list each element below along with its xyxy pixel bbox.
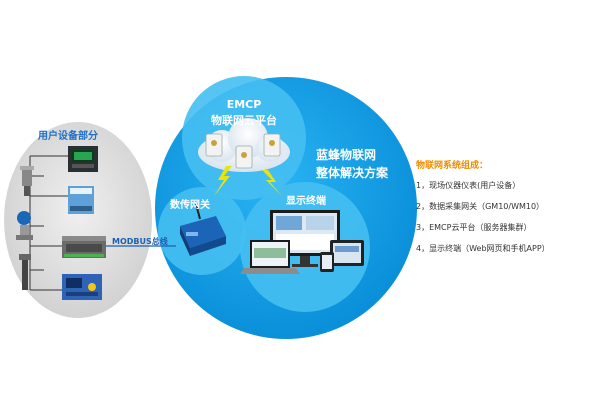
composition-item-2: 2，数据采集网关（GM10/WM10） xyxy=(416,202,545,211)
solution-title-line2: 整体解决方案 xyxy=(316,166,389,180)
modbus-bus-label: MODBUS总线 xyxy=(112,237,168,246)
laptop-icon xyxy=(240,240,300,274)
tablet-icon xyxy=(330,240,364,266)
phone-icon xyxy=(320,252,334,272)
transmitter-icon xyxy=(16,211,33,240)
io-module-icon xyxy=(68,186,94,214)
user-devices-title: 用户设备部分 xyxy=(38,131,98,142)
terminal-label: 显示终端 xyxy=(286,196,326,207)
composition-item-4: 4，显示终端（Web网页和手机APP） xyxy=(416,244,550,253)
cloud-platform-title-line2: 物联网云平台 xyxy=(211,114,277,127)
user-device-ellipse xyxy=(4,122,152,318)
flowmeter-icon xyxy=(19,254,31,290)
gateway-label: 数传网关 xyxy=(170,200,210,211)
panel-meter-icon xyxy=(68,146,98,172)
composition-title: 物联网系统组成： xyxy=(416,161,489,171)
plc-icon xyxy=(62,236,106,258)
composition-item-3: 3，EMCP云平台（服务器集群） xyxy=(416,223,532,232)
solution-title-line1: 蓝蜂物联网 xyxy=(316,148,377,162)
composition-item-1: 1，现场仪器仪表(用户设备） xyxy=(416,181,521,190)
inverter-icon xyxy=(62,274,102,300)
gateway-device-icon xyxy=(180,203,226,256)
lightning-icon xyxy=(214,166,282,196)
server-icon xyxy=(205,133,281,169)
pressure-sensor-icon xyxy=(20,166,34,196)
cloud-platform-title-line1: EMCP xyxy=(226,98,262,111)
